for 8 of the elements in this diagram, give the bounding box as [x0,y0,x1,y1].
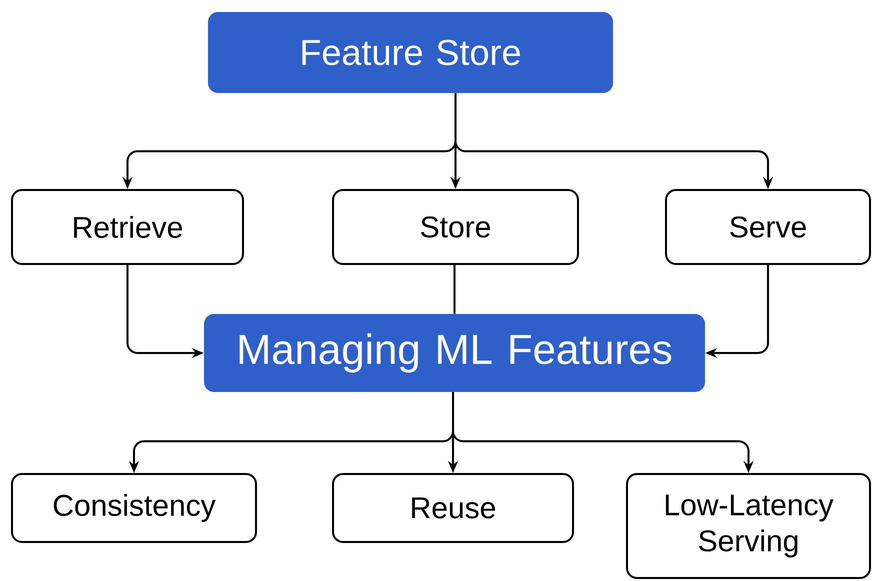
process-box: Reuse [332,473,574,543]
process-box: Store [332,189,579,265]
process-box: Serve [665,189,872,265]
process-box: Retrieve [11,189,244,265]
title-box: Managing ML Features [204,314,705,392]
title-box: Feature Store [208,12,613,93]
process-box: Consistency [11,473,257,543]
process-box: Low-Latency Serving [626,473,872,579]
